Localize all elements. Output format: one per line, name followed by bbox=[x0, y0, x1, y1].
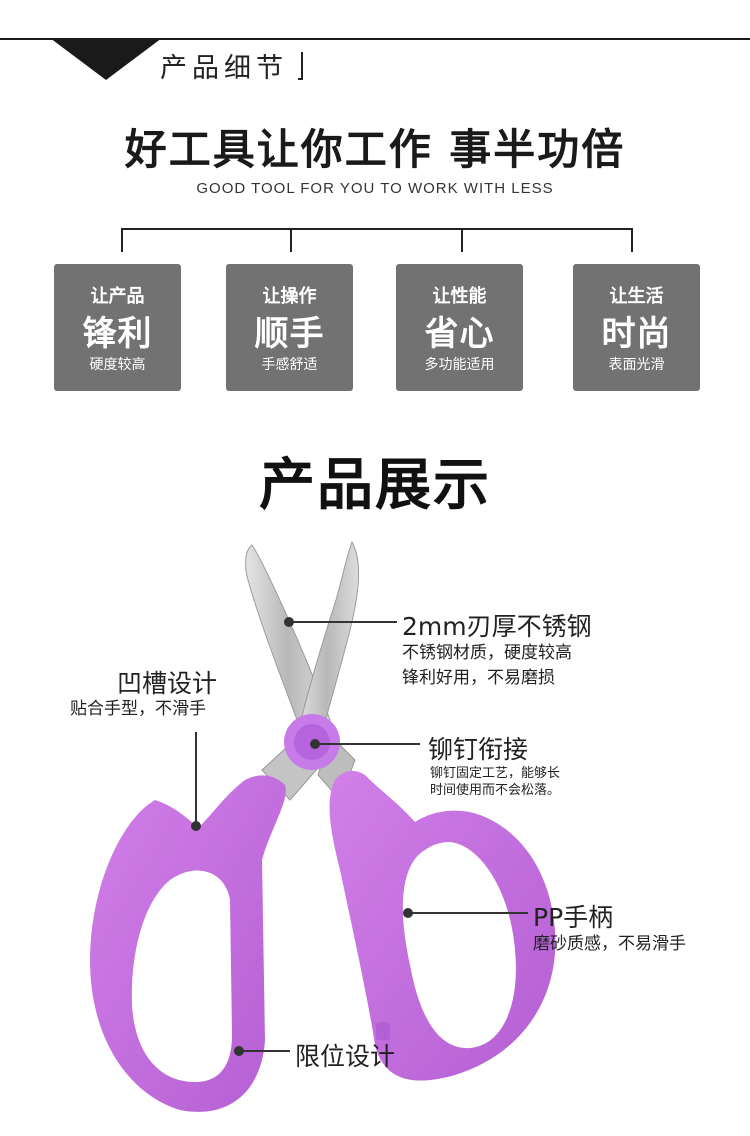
feature-card-handy: 让操作 顺手 手感舒适 bbox=[226, 264, 353, 391]
callout-rivet-desc-2: 时间使用而不会松落。 bbox=[430, 783, 561, 798]
callout-handle-desc: 磨砂质感，不易滑手 bbox=[533, 934, 686, 954]
scissors-image bbox=[90, 540, 556, 1112]
callout-groove-title: 凹槽设计 bbox=[117, 669, 218, 698]
feature-card-main: 顺手 bbox=[254, 314, 325, 354]
hero-subline: GOOD TOOL FOR YOU TO WORK WITH LESS bbox=[196, 180, 554, 197]
connector-horizontal bbox=[121, 228, 633, 230]
feature-card-easy: 让性能 省心 多功能适用 bbox=[396, 264, 523, 391]
callout-handle-title: PP手柄 bbox=[533, 903, 614, 932]
feature-card-prefix: 让产品 bbox=[90, 286, 145, 307]
hero-headline: 好工具让你工作 事半功倍 bbox=[124, 125, 626, 174]
feature-card-main: 锋利 bbox=[82, 314, 153, 354]
connector-drop-3 bbox=[461, 228, 463, 252]
title-bracket-decoration bbox=[298, 52, 303, 80]
feature-card-sub: 手感舒适 bbox=[261, 357, 318, 373]
feature-card-sub: 表面光滑 bbox=[608, 357, 665, 373]
feature-card-sub: 多功能适用 bbox=[424, 357, 495, 373]
feature-card-sub: 硬度较高 bbox=[89, 357, 146, 373]
callout-rivet-title: 铆钉衔接 bbox=[428, 735, 529, 764]
feature-card-stylish: 让生活 时尚 表面光滑 bbox=[573, 264, 700, 391]
connector-drop-2 bbox=[290, 228, 292, 252]
callout-groove-desc: 贴合手型，不滑手 bbox=[70, 699, 206, 719]
header-rule bbox=[0, 38, 750, 40]
callout-limit-title: 限位设计 bbox=[295, 1042, 396, 1071]
feature-card-main: 省心 bbox=[424, 314, 495, 354]
feature-card-prefix: 让性能 bbox=[432, 286, 487, 307]
callout-blade-desc-1: 不锈钢材质，硬度较高 bbox=[402, 643, 572, 663]
showcase-title: 产品展示 bbox=[259, 453, 491, 518]
section-title: 产品细节 bbox=[160, 53, 288, 84]
callout-blade-desc-2: 锋利好用，不易磨损 bbox=[402, 668, 555, 688]
feature-card-prefix: 让操作 bbox=[262, 286, 317, 307]
connector-drop-1 bbox=[121, 228, 123, 252]
feature-card-sharp: 让产品 锋利 硬度较高 bbox=[54, 264, 181, 391]
callout-rivet-desc-1: 铆钉固定工艺，能够长 bbox=[430, 766, 561, 781]
header-triangle-decoration bbox=[50, 38, 162, 80]
feature-card-main: 时尚 bbox=[601, 314, 672, 354]
feature-card-prefix: 让生活 bbox=[609, 286, 664, 307]
connector-drop-4 bbox=[631, 228, 633, 252]
callout-blade-title: 2mm刃厚不锈钢 bbox=[402, 612, 592, 641]
